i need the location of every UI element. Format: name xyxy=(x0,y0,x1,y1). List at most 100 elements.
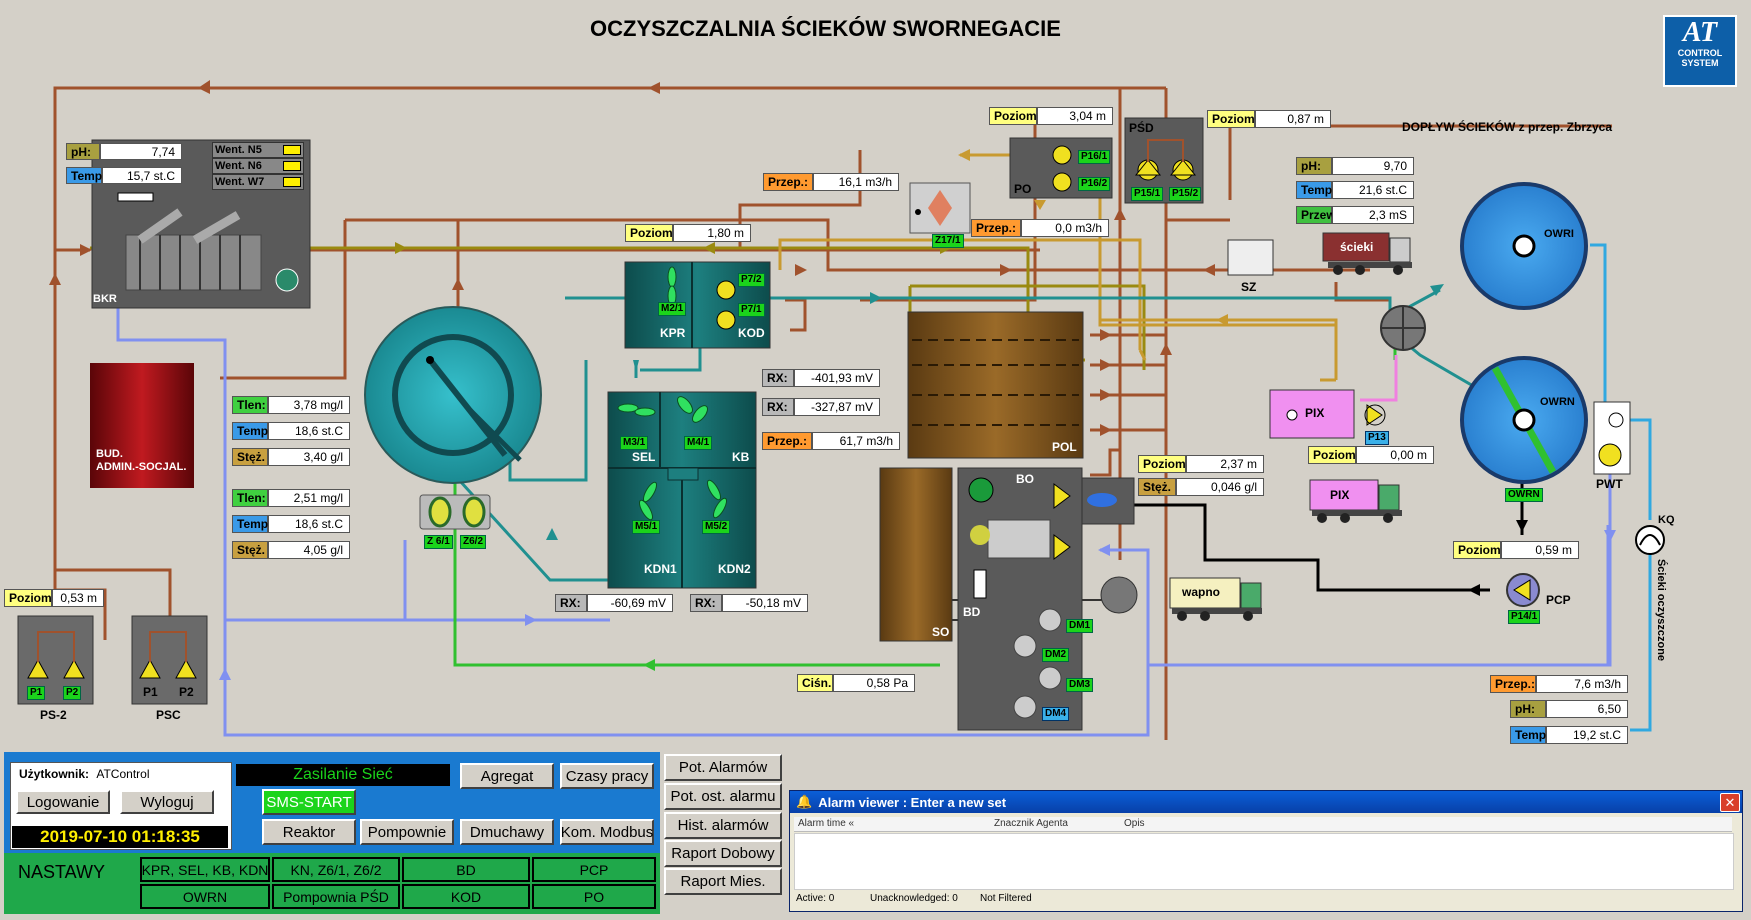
reactor1-tlen: Tlen: 3,78 mg/l xyxy=(232,396,350,414)
vent-n6: Went. N6 xyxy=(212,158,304,174)
alarm-viewer-titlebar[interactable]: 🔔Alarm viewer : Enter a new set xyxy=(790,791,1742,813)
z17-przep: Przep.: 16,1 m3/h xyxy=(763,173,899,191)
logo-at: AT xyxy=(1682,17,1718,48)
reactor2-stez: Stęż. 4,05 g/l xyxy=(232,541,350,559)
po-poziom-value: 3,04 m xyxy=(1037,107,1113,125)
tag-p141[interactable]: P14/1 xyxy=(1508,610,1541,624)
tag-p13[interactable]: P13 xyxy=(1365,431,1389,445)
reaktor-button[interactable]: Reaktor xyxy=(262,819,356,845)
rx2-readout: RX: -327,87 mV xyxy=(762,398,880,416)
raport-dobowy-button[interactable]: Raport Dobowy xyxy=(664,840,782,867)
bd-name[interactable]: BD xyxy=(963,605,981,619)
status-active: Active: 0 xyxy=(796,893,835,904)
logout-button[interactable]: Wyloguj xyxy=(120,790,214,814)
czasy-pracy-button[interactable]: Czasy pracy xyxy=(560,763,654,789)
tag-p162[interactable]: P16/2 xyxy=(1078,177,1111,191)
psc-pump-p2[interactable]: P2 xyxy=(179,685,194,699)
bd-cisn: Ciśn. 0,58 Pa xyxy=(797,674,915,692)
dmuchawy-button[interactable]: Dmuchawy xyxy=(460,819,554,845)
nastawy-bd-button[interactable]: BD xyxy=(402,857,530,882)
bo-name[interactable]: BO xyxy=(1016,472,1034,486)
psc-pump-p1[interactable]: P1 xyxy=(143,685,158,699)
kod-name[interactable]: KOD xyxy=(738,326,765,340)
nastawy-label: NASTAWY xyxy=(18,862,106,882)
bd-cisn-label: Ciśn. xyxy=(797,674,833,692)
sms-start-button[interactable]: SMS-START xyxy=(262,789,356,815)
psd-name[interactable]: PŚD xyxy=(1129,121,1154,135)
tag-dm3[interactable]: DM3 xyxy=(1066,678,1094,692)
tag-m21[interactable]: M2/1 xyxy=(658,302,687,316)
tag-dm1[interactable]: DM1 xyxy=(1066,619,1094,633)
tag-z171[interactable]: Z17/1 xyxy=(932,234,964,248)
tag-p72[interactable]: P7/2 xyxy=(738,273,765,287)
pot-alarmow-button[interactable]: Pot. Alarmów xyxy=(664,754,782,781)
pol-name[interactable]: POL xyxy=(1052,440,1077,454)
owrn-name[interactable]: OWRN xyxy=(1540,396,1575,408)
alarm-list[interactable] xyxy=(794,833,1734,890)
tag-dm4[interactable]: DM4 xyxy=(1042,707,1070,721)
inflow-przew: Przew 2,3 mS xyxy=(1296,206,1414,224)
nastawy-psd-button[interactable]: Pompownia PŚD xyxy=(272,884,400,909)
pot-ost-alarmu-button[interactable]: Pot. ost. alarmu xyxy=(664,783,782,810)
tag-m41[interactable]: M4/1 xyxy=(684,436,713,450)
pix-name[interactable]: PIX xyxy=(1305,406,1325,420)
nastawy-pcp-button[interactable]: PCP xyxy=(532,857,656,882)
agregat-button[interactable]: Agregat xyxy=(460,763,554,789)
logo: AT CONTROL SYSTEM xyxy=(1664,17,1736,69)
so-name[interactable]: SO xyxy=(932,625,950,639)
nastawy-kod-button[interactable]: KOD xyxy=(402,884,530,909)
bkr-name[interactable]: BKR xyxy=(93,293,117,305)
reactor1-temp: Temp. 18,6 st.C xyxy=(232,422,350,440)
tag-dm2[interactable]: DM2 xyxy=(1042,648,1070,662)
tag-p151[interactable]: P15/1 xyxy=(1131,187,1164,201)
nastawy-owrn-button[interactable]: OWRN xyxy=(140,884,270,909)
ps2-name[interactable]: PS-2 xyxy=(40,708,67,722)
tag-z62[interactable]: Z6/2 xyxy=(460,535,487,549)
tag-p161[interactable]: P16/1 xyxy=(1078,150,1111,164)
ps2-poziom-value: 0,53 m xyxy=(52,589,104,607)
nastawy-kn-button[interactable]: KN, Z6/1, Z6/2 xyxy=(272,857,400,882)
inflow-ph: pH: 9,70 xyxy=(1296,157,1414,175)
psc-name[interactable]: PSC xyxy=(156,708,181,722)
po-name[interactable]: PO xyxy=(1014,182,1032,196)
kdn1-name[interactable]: KDN1 xyxy=(644,562,677,576)
col-znacznik[interactable]: Znacznik Agenta xyxy=(994,818,1068,829)
kq-name[interactable]: KQ xyxy=(1658,514,1675,526)
tag-m31[interactable]: M3/1 xyxy=(620,436,649,450)
bkr-temp-value: 15,7 st.C xyxy=(102,167,182,184)
pwt-name[interactable]: PWT xyxy=(1596,477,1623,491)
ps2-pump-p2[interactable]: P2 xyxy=(63,686,82,700)
tag-m52[interactable]: M5/2 xyxy=(702,520,731,534)
sel-name[interactable]: SEL xyxy=(632,450,656,464)
hist-alarmow-button[interactable]: Hist. alarmów xyxy=(664,812,782,839)
inflow-temp-label: Temp. xyxy=(1296,181,1335,199)
nastawy-kpr-button[interactable]: KPR, SEL, KB, KDN xyxy=(140,857,270,882)
tag-p152[interactable]: P15/2 xyxy=(1169,187,1202,201)
tag-p71[interactable]: P7/1 xyxy=(738,303,765,317)
inflow-temp: Temp. 21,6 st.C xyxy=(1296,181,1414,199)
nastawy-po-button[interactable]: PO xyxy=(532,884,656,909)
ps2-pump-p1[interactable]: P1 xyxy=(27,686,46,700)
tag-m51[interactable]: M5/1 xyxy=(632,520,661,534)
sz-name[interactable]: SZ xyxy=(1241,280,1257,294)
tag-owrn[interactable]: OWRN xyxy=(1505,488,1543,502)
pompownie-button[interactable]: Pompownie xyxy=(360,819,454,845)
kpr-name[interactable]: KPR xyxy=(660,326,686,340)
kdn2-name[interactable]: KDN2 xyxy=(718,562,751,576)
vent-w7-label: Went. W7 xyxy=(215,176,265,188)
tag-z61[interactable]: Z 6/1 xyxy=(424,535,453,549)
raport-mies-button[interactable]: Raport Mies. xyxy=(664,868,782,895)
bkr-ph-readout: pH: 7,74 xyxy=(66,143,182,160)
col-opis[interactable]: Opis xyxy=(1124,818,1145,829)
pcp-name[interactable]: PCP xyxy=(1546,593,1571,607)
reactor2-temp: Temp. 18,6 st.C xyxy=(232,515,350,533)
modbus-button[interactable]: Kom. Modbus xyxy=(560,819,654,845)
z17-przep2: Przep.: 0,0 m3/h xyxy=(971,219,1109,237)
col-alarm-time[interactable]: Alarm time « xyxy=(798,818,855,829)
vent-n5-indicator xyxy=(283,145,301,155)
bo-poziom: Poziom 2,37 m xyxy=(1138,455,1264,473)
login-button[interactable]: Logowanie xyxy=(16,790,110,814)
close-icon[interactable]: ✕ xyxy=(1720,793,1740,812)
kb-name[interactable]: KB xyxy=(732,450,750,464)
owri-name[interactable]: OWRI xyxy=(1544,228,1574,240)
